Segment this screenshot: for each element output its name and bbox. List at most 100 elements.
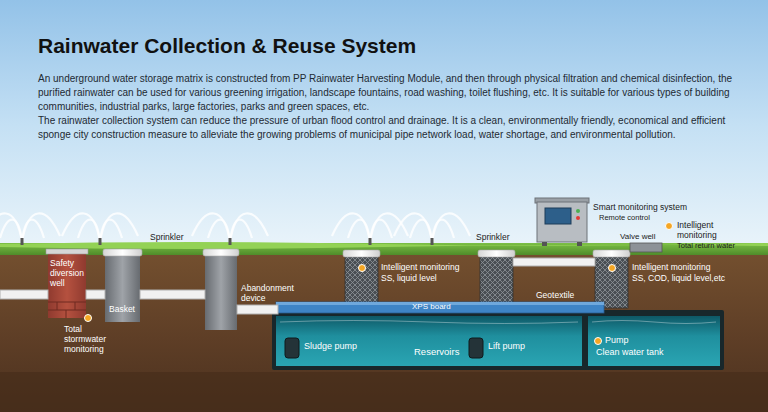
sky [0,0,768,250]
monitoring-cabinet: Smart monitoring systemRemote control [533,197,693,247]
pump-icon [285,338,299,358]
clean-water-tank: PumpClean water tank [588,316,720,366]
monitor-detail: SS, liquid level [381,273,437,284]
monitor-detail: SS, COD, liquid level,etc [632,273,725,284]
sprinkler-label: Sprinkler [150,232,184,243]
sprinkler-spray [394,213,470,245]
water-jet [230,220,252,242]
sprinkler-label: Sprinkler [476,232,510,243]
sprinkler-head [99,238,102,245]
water-jet [78,220,100,242]
water-jet [432,213,470,242]
cabinet-foot [542,242,547,246]
well-label: Valve well [620,232,655,242]
node-text: Clean water tank [596,347,664,358]
sprinkler-head [369,238,372,245]
well-cap [203,249,239,256]
xps-board [276,302,604,313]
well-label: Safety diversion well [50,258,86,288]
node-text: Lift pump [488,341,525,352]
abandonment-well [205,254,237,330]
inspection-well [480,256,513,308]
sprinkler-head [431,238,434,245]
water-ripple [592,321,716,324]
water-jet [394,213,432,242]
water-jet [62,213,100,242]
water-body [276,316,582,366]
well-cap [478,250,515,257]
intro-paragraph: An underground water storage matrix is c… [38,72,738,114]
well-rim [46,249,88,254]
pipe [513,258,595,266]
node-shape [533,197,591,247]
soil [0,250,768,412]
water-jet [22,220,44,242]
inspection-well [345,256,378,308]
sensor-dot [595,338,602,345]
pump-icon [469,338,483,358]
water-jet [370,213,408,242]
brick-mortar [48,302,86,318]
water-jet [0,213,22,242]
well-cap [343,250,380,257]
sensor-dot [359,265,366,272]
water-jet [100,220,122,242]
reservoir-tank: Sludge pump Reservoirs Lift pump [276,316,582,366]
tank-frame [272,310,724,370]
water-jet [208,220,230,242]
pipe [140,290,205,299]
layer-label: Geotextile [536,290,574,301]
monitor-label: Total stormwater monitoring [64,324,114,354]
sensor-dot [666,223,673,230]
water-jet [370,220,392,242]
monitor-label: Intelligent monitoring [381,262,459,273]
well-label: Basket [109,304,135,315]
page-title: Rainwater Collection & Reuse System [38,34,416,58]
sensor-dot [609,265,616,272]
cabinet-screen [545,208,571,224]
water-jet [332,213,370,242]
pipe-label: Total return water [677,241,735,250]
water-jet [0,220,22,242]
inlet-pipe [0,290,48,299]
pipe [237,305,278,314]
sprinkler-spray [192,213,268,245]
node-text: Pump [605,335,629,346]
inspection-well [595,256,628,308]
water-jet [410,220,432,242]
sprinkler-spray [0,213,60,245]
sprinkler-head [229,238,232,245]
device-label: Abandonment device [241,283,307,303]
monitor-label: Intelligent monitoring [632,262,710,273]
water-ripple [280,321,578,324]
basket-well [105,254,140,322]
cabinet-button [576,209,580,213]
grass [0,243,768,255]
intro-paragraph: The rainwater collection system can redu… [38,114,738,142]
water-jet [348,220,370,242]
deep-soil [0,372,768,412]
sensor-dot [85,315,92,322]
cabinet-foot [577,242,582,246]
water-jet [432,220,454,242]
pipe [86,290,105,299]
water-jet [230,213,268,242]
sprinkler-head [21,238,24,245]
sprinkler-spray [62,213,138,245]
water-body [588,316,720,366]
cabinet-body [537,202,587,242]
well-cap [593,250,630,257]
valve-well [630,243,662,252]
node-text: Smart monitoring system [593,202,687,212]
water-jet [100,213,138,242]
node-text: Remote control [599,213,650,222]
node-text: Sludge pump [304,341,357,352]
node-text: Reservoirs [414,346,459,357]
layer-label: XPS board [412,302,451,312]
diversion-well [48,252,86,318]
water-jet [22,213,60,242]
water-jet [192,213,230,242]
monitor-label: Intelligent monitoring [677,220,735,240]
cabinet-button [576,216,580,220]
